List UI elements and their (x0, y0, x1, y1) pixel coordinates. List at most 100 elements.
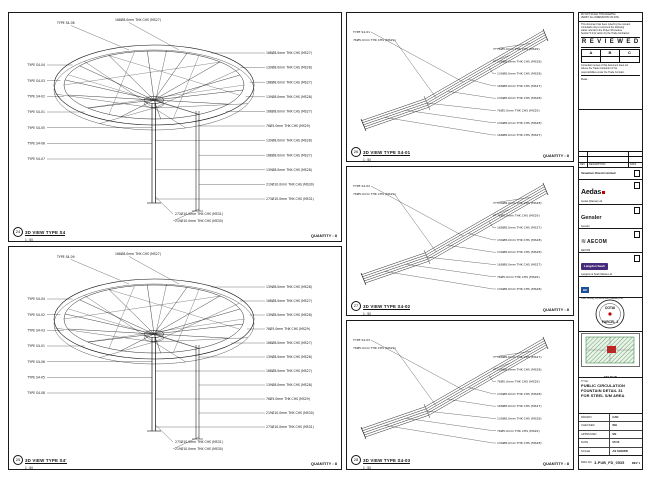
project-seal: COTAI PARCEL 3 (579, 298, 642, 332)
svg-text:139Ø8.0mm THK CHS (MS28): 139Ø8.0mm THK CHS (MS28) (497, 237, 542, 242)
view-title: 3D VIEW TYPE S4-03 (363, 457, 411, 464)
svg-text:273Ø10.0mm THK CHS (MS31): 273Ø10.0mm THK CHS (MS31) (266, 196, 314, 201)
status-checkbox (582, 55, 600, 63)
status-cell-c: C (620, 50, 639, 62)
svg-text:219Ø10.0mm THK CHS (MS30): 219Ø10.0mm THK CHS (MS30) (175, 446, 223, 451)
svg-text:TYPE S4-03: TYPE S4-03 (26, 328, 45, 332)
view-scale: 1 : 50 (25, 237, 33, 242)
svg-text:139Ø8.0mm THK CHS (MS28): 139Ø8.0mm THK CHS (MS28) (266, 138, 312, 143)
svg-text:PARCEL 3: PARCEL 3 (602, 320, 619, 324)
field-row: APPROVED SN (579, 430, 642, 440)
svg-text:76Ø5.0mm THK CHS (MS29): 76Ø5.0mm THK CHS (MS29) (353, 191, 396, 196)
svg-text:168Ø8.0mm THK CHS (MS27): 168Ø8.0mm THK CHS (MS27) (266, 50, 312, 55)
review-note-2: Consultant review of this document does … (581, 64, 640, 73)
consultant-langdon-seah: Langdon Seah Langdon & Seah Macau Ltd. (579, 253, 642, 277)
consultant-gensler: Gensler Gensler (579, 205, 642, 229)
svg-text:139Ø8.0mm THK CHS (MS28): 139Ø8.0mm THK CHS (MS28) (497, 366, 542, 371)
title-line: PUBLIC CIRCULATION (581, 383, 625, 388)
aecom-waves-icon: ≋ (581, 239, 587, 245)
view-title: 3D VIEW TYPE S4-01 (363, 149, 411, 156)
status-letter: B (608, 50, 612, 56)
rev-cell (588, 150, 629, 156)
view-scale: 1 : 50 (363, 157, 371, 162)
svg-text:139Ø8.0mm THK CHS (MS28): 139Ø8.0mm THK CHS (MS28) (266, 312, 312, 317)
beam-3d-drawing: 76Ø5.0mm THK CHS (MS29) 139Ø8.0mm THK CHS… (352, 28, 549, 137)
view-panel-s4-02: 139Ø8.0mm THK CHS (MS28) 76Ø5.0mm THK CHS… (346, 166, 574, 316)
checkbox-icon (633, 182, 640, 189)
svg-text:168Ø8.0mm THK CHS (MS27): 168Ø8.0mm THK CHS (MS27) (266, 298, 312, 303)
svg-text:168Ø8.0mm THK CHS (MS27): 168Ø8.0mm THK CHS (MS27) (115, 251, 161, 256)
svg-text:139Ø8.0mm THK CHS (MS28): 139Ø8.0mm THK CHS (MS28) (266, 65, 312, 70)
view-quantity: QUANTITY : 8 (542, 307, 569, 312)
svg-text:219Ø10.0mm THK CHS (MS30): 219Ø10.0mm THK CHS (MS30) (266, 182, 314, 187)
review-stamp-block: This document has been noted by the rele… (579, 22, 642, 110)
seal-stamp-icon: COTAI PARCEL 3 (595, 299, 625, 329)
svg-text:TYPE S4-05: TYPE S4-05 (26, 375, 45, 379)
svg-text:139Ø8.0mm THK CHS (MS28): 139Ø8.0mm THK CHS (MS28) (497, 95, 542, 100)
view-title: 3D VIEW TYPE S4' (25, 457, 67, 464)
dwg-number: 3-PUB_FD_0535 (594, 460, 625, 465)
svg-text:TYPE S4-01: TYPE S4-01 (26, 344, 45, 348)
svg-text:76Ø5.0mm THK CHS (MS29): 76Ø5.0mm THK CHS (MS29) (266, 123, 310, 128)
svg-text:273Ø10.0mm THK CHS (MS31): 273Ø10.0mm THK CHS (MS31) (175, 211, 223, 216)
rev-header: DATE (629, 161, 642, 168)
checkbox-icon (633, 255, 640, 262)
title-line: FOR STEEL S/M AREA (581, 393, 625, 399)
svg-text:168Ø8.0mm THK CHS (MS27): 168Ø8.0mm THK CHS (MS27) (497, 403, 542, 408)
rev-cell (629, 156, 642, 162)
view-quantity: QUANTITY : 8 (542, 153, 569, 158)
status-cell-a: A (582, 50, 601, 63)
field-row: DATE 07/13 (579, 439, 642, 448)
view-panel-s4-01: 76Ø5.0mm THK CHS (MS29) 139Ø8.0mm THK CHS… (346, 12, 574, 162)
checkbox-icon (633, 207, 640, 214)
svg-text:168Ø8.0mm THK CHS (MS27): 168Ø8.0mm THK CHS (MS27) (115, 17, 161, 22)
view-panel-s4-prime: 139Ø8.0mm THK CHS (MS28) 168Ø8.0mm THK CH… (8, 246, 342, 470)
view-ref-bubble: 24 (13, 227, 23, 237)
note-line: relieve the Trade Contractor of his (581, 67, 618, 71)
svg-text:76Ø5.0mm THK CHS (MS29): 76Ø5.0mm THK CHS (MS29) (266, 326, 310, 331)
consultant-name: Gensler (581, 225, 590, 228)
canopy-3d-drawing: 168Ø8.0mm THK CHS (MS27) 139Ø8.0mm THK CH… (26, 17, 314, 223)
view-quantity: QUANTITY : 8 (310, 233, 337, 238)
note-line: DO NOT SCALE THIS DRAWING. (581, 14, 617, 16)
rev-cell (579, 156, 588, 162)
view-quantity: QUANTITY : 8 (542, 461, 569, 466)
svg-text:219Ø10.0mm THK CHS (MS30): 219Ø10.0mm THK CHS (MS30) (175, 218, 223, 223)
title-block: DO NOT SCALE THIS DRAWING. VERIFY ALL DI… (578, 12, 643, 470)
svg-text:168Ø8.0mm THK CHS (MS27): 168Ø8.0mm THK CHS (MS27) (266, 368, 312, 373)
svg-text:168Ø8.0mm THK CHS (MS27): 168Ø8.0mm THK CHS (MS27) (497, 83, 542, 88)
view-panel-s4: 168Ø8.0mm THK CHS (MS27) 139Ø8.0mm THK CH… (8, 12, 342, 242)
svg-text:273Ø10.0mm THK CHS (MS31): 273Ø10.0mm THK CHS (MS31) (175, 439, 223, 444)
key-plan: KEY PLAN (579, 332, 642, 379)
svg-text:139Ø8.0mm THK CHS (MS28): 139Ø8.0mm THK CHS (MS28) (266, 284, 312, 289)
reviewed-stamp: R E V I E W E D (581, 36, 640, 48)
svg-text:76Ø5.0mm THK CHS (MS29): 76Ø5.0mm THK CHS (MS29) (497, 46, 540, 51)
review-note: This document has been noted by the rele… (581, 23, 640, 35)
svg-text:COTAI: COTAI (605, 306, 615, 310)
svg-text:168Ø8.0mm THK CHS (MS27): 168Ø8.0mm THK CHS (MS27) (266, 79, 312, 84)
note-line: This document has been noted by the rele… (581, 23, 631, 26)
svg-text:139Ø8.0mm THK CHS (MS28): 139Ø8.0mm THK CHS (MS28) (497, 286, 542, 291)
svg-text:TYPE S4-02: TYPE S4-02 (26, 94, 45, 98)
status-letter: C (628, 50, 631, 56)
view-panel-s4-03: 168Ø8.0mm THK CHS (MS27) 139Ø8.0mm THK CH… (346, 320, 574, 470)
contractor-name: Hsin Chong Construction (Macau) Ltd. (581, 297, 624, 300)
consultant-aecom: ≋AECOM AECOM (579, 229, 642, 253)
aedas-dot-icon (602, 191, 606, 194)
dwg-rev: REV 1 (631, 460, 640, 465)
view-title: 3D VIEW TYPE S4 (25, 229, 66, 236)
dwg-no-label: DWG NO. (581, 461, 593, 464)
canopy-3d-drawing: 139Ø8.0mm THK CHS (MS28) 168Ø8.0mm THK CH… (26, 251, 313, 451)
svg-text:76Ø5.0mm THK CHS (MS29): 76Ø5.0mm THK CHS (MS29) (497, 274, 540, 279)
aedas-logo: Aedas (581, 189, 602, 196)
svg-text:168Ø8.0mm THK CHS (MS27): 168Ø8.0mm THK CHS (MS27) (497, 354, 542, 359)
consultant-aedas: Aedas Aedas (Macau) Ltd. (579, 180, 642, 205)
svg-text:139Ø8.0mm THK CHS (MS28): 139Ø8.0mm THK CHS (MS28) (266, 354, 312, 359)
